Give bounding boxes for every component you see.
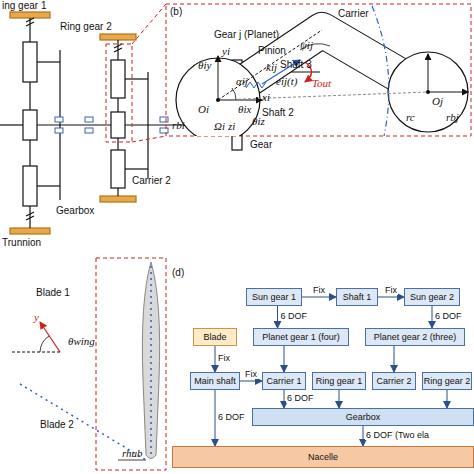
part-label: Ring gear 2: [60, 22, 112, 32]
dof-connector: [302, 297, 336, 298]
component-name: Sun gear 2: [410, 292, 454, 302]
component-name: Nacelle: [308, 452, 338, 462]
dof-connector: [277, 306, 278, 328]
component-name: Planet gear 2 (three): [374, 332, 457, 342]
connection-type: 6 DOF (Two ela: [365, 431, 430, 440]
component-name: Ring gear 2: [424, 376, 471, 386]
part-label: (d): [172, 268, 184, 278]
part-label: Gear: [250, 140, 272, 150]
symbol-label: θix: [238, 104, 251, 115]
symbol-label: Tout: [312, 78, 331, 89]
gearbox-schematic: [0, 12, 320, 234]
component-box: Planet gear 1 (four): [253, 328, 349, 346]
connection-type: Fix: [312, 286, 326, 295]
component-box: Ring gear 1: [312, 372, 366, 390]
part-label: Blade 1: [36, 288, 70, 298]
dof-connector: [363, 426, 364, 446]
symbol-label: yi: [222, 46, 230, 57]
blade-illustration: [10, 258, 166, 470]
symbol-label: Oj: [432, 96, 443, 107]
symbol-label: zi: [228, 121, 235, 132]
symbol-label: kij: [266, 62, 277, 73]
component-box: Gearbox: [252, 408, 474, 426]
connection-type: 6 DOF: [286, 394, 315, 403]
symbol-label: rhub: [122, 448, 143, 459]
component-box: Carrier 2: [372, 372, 416, 390]
planet-geometry: [176, 6, 468, 136]
component-box: Planet gear 2 (three): [365, 328, 465, 346]
dof-connector: [432, 306, 433, 328]
component-name: Sun gear 1: [252, 292, 296, 302]
part-label: Trunnion: [2, 238, 41, 248]
connection-type: 6 DOF: [434, 312, 463, 321]
connection-type: Fix: [217, 354, 231, 363]
component-name: Ring gear 1: [316, 376, 363, 386]
component-box: Shaft 1: [336, 288, 378, 306]
part-label: Shaft 3: [280, 60, 312, 70]
dof-connector: [284, 346, 285, 372]
symbol-label: xi: [262, 92, 270, 103]
component-box: Nacelle: [172, 446, 474, 468]
connection-type: 6 DOF: [217, 413, 246, 422]
part-label: Gearbox: [56, 206, 94, 216]
symbol-label: rc: [406, 112, 415, 123]
connection-type: 6 DOF: [280, 312, 309, 321]
component-name: Carrier 1: [266, 376, 301, 386]
symbol-label: ψij: [300, 40, 313, 51]
symbol-label: Ωi: [214, 121, 225, 132]
component-box: Ring gear 2: [422, 372, 472, 390]
connection-type: Fix: [384, 286, 398, 295]
symbol-label: eij(t): [276, 76, 297, 87]
symbol-label: θiz: [252, 116, 265, 127]
component-name: Gearbox: [346, 412, 381, 422]
part-label: ing gear 1: [2, 1, 46, 11]
dof-connector: [215, 390, 216, 446]
symbol-label: rbi: [172, 120, 185, 131]
part-label: Blade 2: [40, 420, 74, 430]
part-label: Carrier 2: [132, 176, 171, 186]
part-label: Shaft 2: [262, 108, 294, 118]
component-box: Sun gear 2: [404, 288, 460, 306]
symbol-label: θiy: [198, 60, 211, 71]
symbol-label: Oi: [198, 104, 209, 115]
dof-connector: [394, 346, 395, 372]
component-box: Blade: [193, 328, 237, 346]
dof-connector: [215, 346, 216, 372]
symbol-label: αij: [236, 76, 248, 87]
zoom-callout: [106, 4, 166, 142]
part-label: Gear j (Planet): [214, 30, 279, 40]
component-box: Carrier 1: [262, 372, 306, 390]
part-label: Carrier: [338, 9, 369, 19]
symbol-label: θwing: [68, 336, 95, 347]
dof-connector: [339, 390, 340, 408]
connection-type: Fix: [244, 370, 258, 379]
symbol-label: y: [34, 312, 39, 323]
component-name: Carrier 2: [376, 376, 411, 386]
component-name: Blade: [203, 332, 226, 342]
symbol-label: rbj: [446, 112, 459, 123]
dof-connector: [284, 390, 285, 408]
dof-connector: [378, 297, 404, 298]
component-box: Sun gear 1: [246, 288, 302, 306]
component-name: Main shaft: [194, 376, 236, 386]
part-label: (b): [170, 7, 182, 17]
dof-connector: [240, 381, 262, 382]
component-box: Main shaft: [190, 372, 240, 390]
component-name: Shaft 1: [343, 292, 372, 302]
component-name: Planet gear 1 (four): [262, 332, 340, 342]
dof-connector: [447, 390, 448, 408]
part-label: Pinion: [258, 46, 286, 56]
